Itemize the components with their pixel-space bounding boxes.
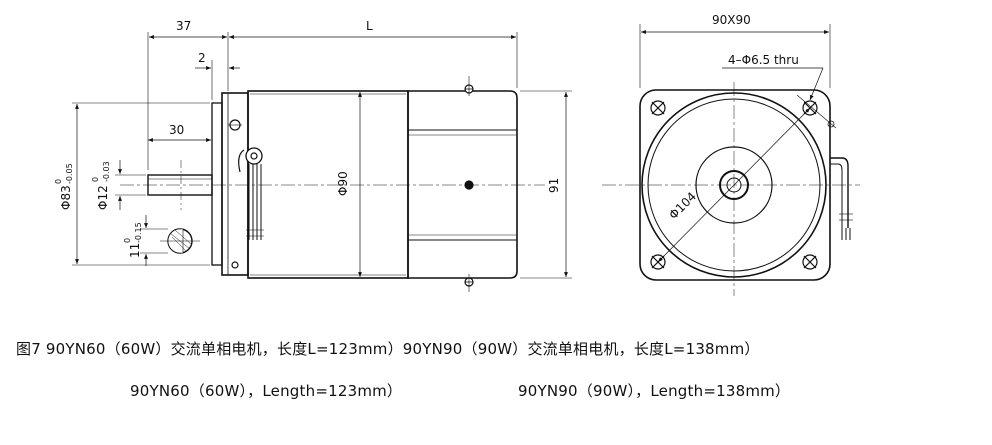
dim-key-height-tol-lower: -0.15 [134, 222, 143, 243]
side-view [72, 32, 572, 292]
mount-hole-br [802, 254, 818, 270]
end-cap [407, 90, 518, 279]
end-view-flange [639, 89, 831, 281]
caption-line-2-right: 90YN90（90W），Length=138mm） [518, 382, 791, 400]
dim-pilot-dia: Φ83 [59, 185, 73, 210]
dim-flange-width: 90X90 [712, 13, 751, 27]
dim-body-length: L [366, 19, 373, 33]
dim-mount-holes: 4–Φ6.5 thru [728, 53, 799, 67]
dim-key-height-tol-upper: 0 [123, 238, 132, 243]
dim-key-height: 11 [128, 243, 142, 258]
caption-line-1: 图7 90YN60（60W）交流单相电机，长度L=123mm）90YN90（90… [16, 340, 760, 358]
dim-shaft-dia: Φ12 [96, 185, 110, 210]
dim-shaft-dia-tol-lower: -0.03 [102, 161, 111, 182]
motor-body [247, 90, 409, 279]
side-view-labels: 37 L 2 30 Φ90 91 Φ83 0 -0.05 Φ12 0 -0.03… [54, 19, 561, 258]
dim-pilot-dia-tol-upper: 0 [54, 179, 63, 184]
dim-body-dia: Φ90 [336, 171, 350, 196]
key-section [160, 228, 200, 254]
motor-drawing: 37 L 2 30 Φ90 91 Φ83 0 -0.05 Φ12 0 -0.03… [54, 13, 860, 296]
dim-bolt-circle: Φ104 [666, 189, 699, 222]
pilot-boss [211, 102, 223, 266]
mount-hole-tl [650, 100, 666, 116]
dim-pilot-dia-tol-lower: -0.05 [65, 163, 74, 184]
caption-line-2-left: 90YN60（60W），Length=123mm） [130, 382, 403, 400]
dim-height: 91 [547, 178, 561, 193]
dim-key-length: 30 [169, 123, 184, 137]
end-view [602, 24, 860, 296]
dim-shaft-length: 37 [176, 19, 191, 33]
dim-shaft-dia-tol-upper: 0 [91, 177, 100, 182]
dim-key-offset: 2 [198, 51, 206, 65]
